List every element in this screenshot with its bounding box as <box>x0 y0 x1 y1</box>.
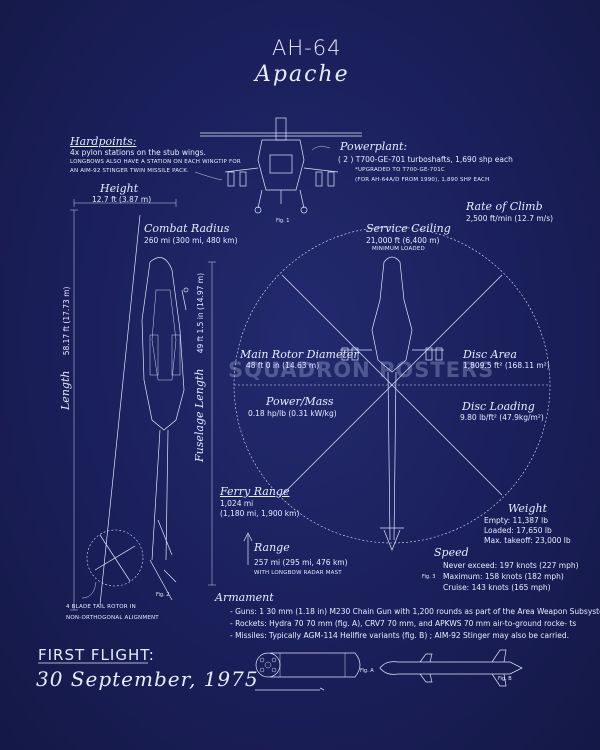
powerplant-heading: Powerplant: <box>340 140 408 153</box>
weight-loaded: Loaded: 17,650 lb <box>484 526 552 535</box>
speed-max: Maximum: 158 knots (182 mph) <box>443 572 564 581</box>
length-value: 58.17 ft (17.73 m) <box>62 286 71 356</box>
range-note: with Longbow radar mast <box>254 570 342 576</box>
weight-heading: Weight <box>508 502 547 515</box>
rate-of-climb-value: 2,500 ft/min (12.7 m/s) <box>466 214 554 223</box>
range-value: 257 mi (295 mi, 476 km) <box>254 558 348 567</box>
fig1-label: Fig. 1 <box>276 218 290 224</box>
combat-radius-value: 260 mi (300 mi, 480 km) <box>144 236 238 245</box>
weight-empty: Empty: 11,387 lb <box>484 516 549 525</box>
power-mass-heading: Power/Mass <box>266 395 334 408</box>
service-ceiling-note: Minimum loaded <box>372 246 425 252</box>
range-arrow <box>243 532 253 565</box>
title-name: Apache <box>255 62 350 87</box>
first-flight-date: 30 September, 1975 <box>36 667 259 691</box>
ferry-range-line2: (1,180 mi, 1,900 km) <box>220 509 300 518</box>
ferry-range-heading: Ferry Range <box>220 485 290 498</box>
combat-radius-heading: Combat Radius <box>144 222 230 235</box>
disc-loading-value: 9.80 lb/ft² (47.9kg/m²) <box>460 413 544 422</box>
fuselage-length-dimension <box>208 261 216 586</box>
hardpoints-line3: an AIM-92 Stinger twin missile pack. <box>70 168 189 174</box>
disc-loading-heading: Disc Loading <box>462 400 535 413</box>
service-ceiling-value: 21,000 ft (6,400 m) <box>366 236 440 245</box>
hardpoints-heading: Hardpoints: <box>70 135 137 148</box>
hardpoints-line2: Longbows also have a station on each win… <box>70 159 241 165</box>
length-heading: Length <box>59 370 72 410</box>
powerplant-line1: ( 2 ) T700-GE-701 turboshafts, 1,690 shp… <box>338 155 513 164</box>
first-flight-label: FIRST FLIGHT: <box>38 646 155 664</box>
speed-heading: Speed <box>434 546 469 559</box>
hardpoints-line1: 4x pylon stations on the stub wings. <box>70 148 206 157</box>
armament-rockets: - Rockets: Hydra 70 70 mm (fig. A), CRV7… <box>230 619 577 628</box>
fuselage-length-heading: Fuselage Length <box>193 368 206 462</box>
watermark: SQUADRON POSTERS <box>228 358 495 382</box>
figA-label: Fig. A <box>360 668 374 674</box>
side-view-drawing <box>86 214 189 606</box>
leader-lines <box>81 146 331 599</box>
armament-guns: - Guns: 1 30 mm (1.18 in) M230 Chain Gun… <box>230 607 600 616</box>
height-heading: Height <box>100 182 139 195</box>
range-heading: Range <box>254 541 290 554</box>
main-rotor-heading: Main Rotor Diameter <box>240 348 359 361</box>
fig3-label: Fig. 3 <box>422 574 436 580</box>
disc-area-value: 1,809.5 ft² (168.11 m²) <box>463 361 550 370</box>
fuselage-length-value: 49 ft 1.5 in (14.97 m) <box>196 272 205 354</box>
tail-rotor-line1: 4 blade tail rotor in <box>66 604 136 610</box>
weight-max: Max. takeoff: 23,000 lb <box>484 536 571 545</box>
main-rotor-value: 48 ft 0 in (14.63 m) <box>246 361 320 370</box>
height-dimension <box>73 199 177 207</box>
powerplant-line3: (for AH-64A/D from 1990), 1,890 shp each <box>355 177 490 183</box>
missile-drawing <box>379 649 523 687</box>
rate-of-climb-heading: Rate of Climb <box>466 200 543 213</box>
length-dimension <box>70 209 78 611</box>
disc-area-heading: Disc Area <box>463 348 517 361</box>
tail-rotor-line2: non-orthogonal alignment <box>66 615 159 621</box>
armament-heading: Armament <box>215 591 274 604</box>
top-view-drawing <box>233 226 551 551</box>
speed-never: Never exceed: 197 knots (227 mph) <box>443 561 579 570</box>
fig2-label: Fig. 2 <box>156 592 170 598</box>
ferry-range-line1: 1,024 mi <box>220 499 254 508</box>
length-label-group: Length 58.17 ft (17.73 m) <box>54 287 73 410</box>
powerplant-line2: *Upgraded to T700-GE-701C <box>355 167 445 173</box>
fuselage-length-group: Fuselage Length 49 ft 1.5 in (14.97 m) <box>188 273 207 462</box>
armament-missiles: - Missiles: Typically AGM-114 Hellfire v… <box>230 631 570 640</box>
speed-cruise: Cruise: 143 knots (165 mph) <box>443 583 551 592</box>
power-mass-value: 0.18 hp/lb (0.31 kW/kg) <box>248 409 337 418</box>
service-ceiling-heading: Service Ceiling <box>366 222 451 235</box>
rocket-pod-drawing <box>255 652 361 691</box>
height-value: 12.7 ft (3.87 m) <box>92 195 152 204</box>
front-view-drawing <box>200 117 362 214</box>
figB-label: Fig. B <box>498 676 512 682</box>
title-model: AH-64 <box>272 36 342 60</box>
